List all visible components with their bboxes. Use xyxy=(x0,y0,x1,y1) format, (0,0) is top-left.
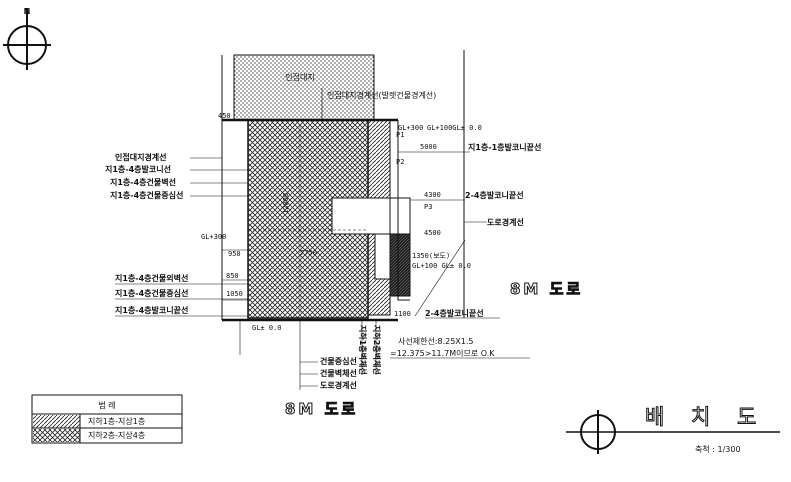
label-top-building: 인접대지경계선(발렛건물경계선) xyxy=(327,90,436,100)
gl-left: GL+300 xyxy=(201,233,226,241)
dim-950: 950 xyxy=(228,250,241,258)
north-arrow-icon xyxy=(3,8,51,70)
legend-swatch-1 xyxy=(33,415,80,428)
road-south-label: 8M 도로 xyxy=(285,400,358,418)
label-b1-4-wall: 지1층-4층건물벽선 xyxy=(110,177,176,187)
legend-header: 범 례 xyxy=(98,400,115,410)
label-road-line: 도로경계선 xyxy=(487,217,524,227)
dim-7750: 7750 xyxy=(300,249,317,257)
label-v-road: 도로경계선 xyxy=(320,380,357,390)
p1-label: P1 xyxy=(396,131,404,139)
note-line1: 사선제한선:8.25X1.5 xyxy=(398,337,474,346)
legend-swatch-2 xyxy=(33,429,80,442)
p2-label: P2 xyxy=(396,158,404,166)
dim-1350: 1350(보도) xyxy=(412,252,450,260)
label-v-wall: 건물벽체선 xyxy=(320,368,357,378)
left-labels: 인접대지경계선 지1층-4층발코니선 지1층-4층건물벽선 지1층-4층건물중심… xyxy=(105,152,248,317)
label-mid-right: 2-4층발코니끝선 xyxy=(465,190,524,200)
legend-row-1: 지하1층-지상1층 xyxy=(88,416,145,426)
label-bottom-right: 2-4층발코니끝선 xyxy=(425,308,484,318)
label-b1-4-center: 지1층-4층건물중심선 xyxy=(110,190,183,200)
legend-row-2: 지하2층-지상4층 xyxy=(88,430,145,440)
title-block: 배 치 도 축척 : 1/300 xyxy=(566,405,780,454)
core-lower xyxy=(374,233,391,280)
gl-bottom: GL± 0.0 xyxy=(252,324,282,332)
dim-5000: 5000 xyxy=(420,143,437,151)
gl-top2: GL+100GL± 0.0 xyxy=(427,124,482,132)
drawing-scale: 축척 : 1/300 xyxy=(695,445,741,454)
label-top-right: 지1층-1층발코니끝선 xyxy=(468,142,541,152)
p3-block xyxy=(389,197,411,235)
label-b1-4-outer: 지1층-4층건물외벽선 xyxy=(115,273,188,283)
vertical-labels: 건물중심선 건물벽체선 도로경계선 지하1층벽체선 지하2층벽체선 xyxy=(239,320,382,390)
adjacent-parcel-label: 인접대지 xyxy=(285,72,314,82)
dim-4500: 4500 xyxy=(424,229,441,237)
adjacent-parcel xyxy=(233,54,375,121)
label-adj-line: 인접대지경계선 xyxy=(115,152,167,162)
gl-mid: GL+100 GL± 0.0 xyxy=(412,262,471,270)
label-b1-4-balcony2: 지1층-4층발코니끝선 xyxy=(115,305,188,315)
label-v-b1: 지하1층벽체선 xyxy=(358,325,368,375)
dim-1050: 1050 xyxy=(226,290,243,298)
parking-block xyxy=(389,233,411,297)
gl-top: GL+300 xyxy=(398,124,423,132)
p3-label: P3 xyxy=(424,203,432,211)
label-b1-4-balcony: 지1층-4층발코니선 xyxy=(105,164,171,174)
drawing-title: 배 치 도 xyxy=(645,405,766,429)
legend: 범 례 지하1층-지상1층 지하2층-지상4층 xyxy=(31,394,183,444)
dim-850: 850 xyxy=(226,272,239,280)
label-v-b2: 지하2층벽체선 xyxy=(372,325,382,375)
label-v-center: 건물중심선 xyxy=(320,356,357,366)
label-b1-4-center2: 지1층-4층건물중심선 xyxy=(115,288,188,298)
core-block xyxy=(331,197,391,235)
north-label: N xyxy=(24,7,31,16)
dim-12000: 12000 xyxy=(282,193,290,214)
dim-450: 450 xyxy=(218,112,231,120)
road-east-label: 8M 도로 xyxy=(510,280,583,298)
dim-1100: 1100 xyxy=(394,310,411,318)
note-line2: =12.375>11.7M이므로 O.K xyxy=(390,348,495,358)
site-boundary-right xyxy=(397,120,410,301)
dim-4300: 4300 xyxy=(424,191,441,199)
